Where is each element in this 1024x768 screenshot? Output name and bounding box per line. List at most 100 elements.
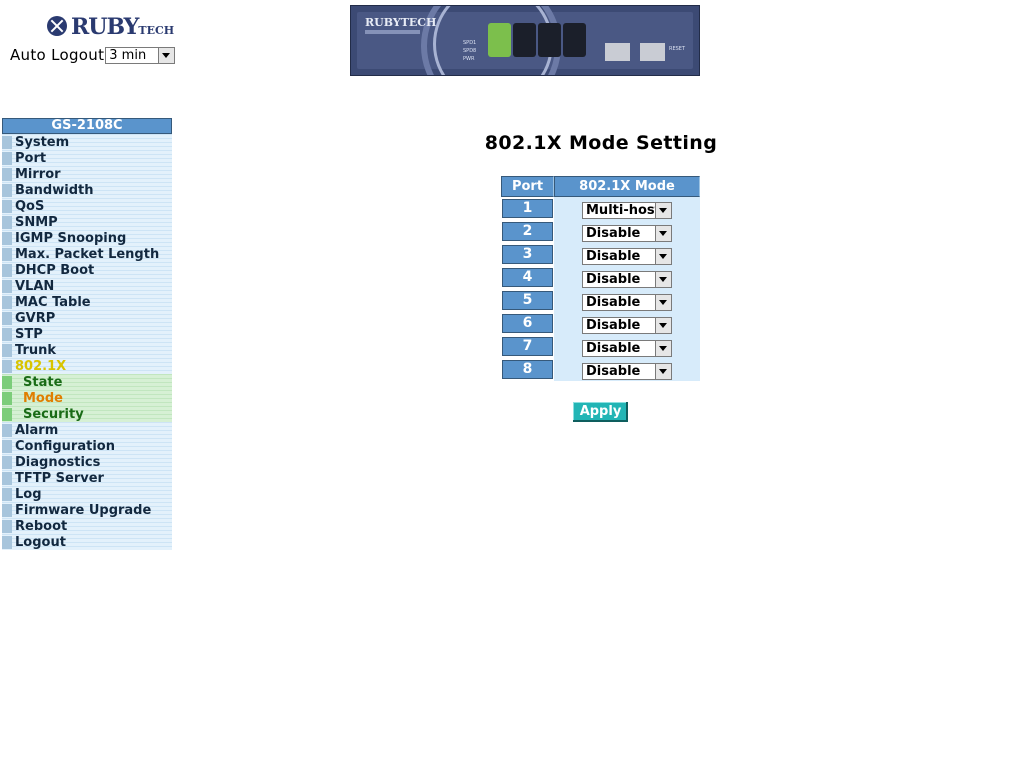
sidebar-item-configuration[interactable]: Configuration — [2, 438, 172, 454]
menu-marker-icon — [2, 423, 12, 437]
chevron-down-icon[interactable] — [655, 340, 671, 356]
column-header-port: Port — [501, 176, 554, 197]
sidebar-item-label: Reboot — [15, 518, 68, 534]
column-header-mode: 802.1X Mode — [554, 176, 700, 197]
sidebar-item-label: GVRP — [15, 310, 56, 326]
chevron-down-icon[interactable] — [655, 225, 671, 241]
sidebar-header: GS-2108C — [2, 118, 172, 134]
table-row: 7 Disable — [501, 335, 700, 358]
sidebar-item-snmp[interactable]: SNMP — [2, 214, 172, 230]
sidebar-item-label: Logout — [15, 534, 66, 550]
device-logo: RUBYTECH — [365, 16, 437, 29]
auto-logout-select[interactable]: 3 min — [105, 46, 176, 64]
sidebar-item-igmp-snooping[interactable]: IGMP Snooping — [2, 230, 172, 246]
menu-marker-icon — [2, 183, 12, 197]
mode-select-port-6[interactable]: Disable — [582, 316, 672, 334]
mode-select-port-8[interactable]: Disable — [582, 362, 672, 380]
sidebar-item-label: IGMP Snooping — [15, 230, 127, 246]
sidebar-item-label: STP — [15, 326, 43, 342]
page-title: 802.1X Mode Setting — [484, 132, 718, 154]
mode-select-value: Disable — [586, 225, 641, 241]
menu-marker-icon — [2, 215, 12, 229]
mode-select-port-1[interactable]: Multi-host — [582, 201, 672, 219]
sidebar-item-mac-table[interactable]: MAC Table — [2, 294, 172, 310]
menu-marker-icon — [2, 487, 12, 501]
sidebar-item-bandwidth[interactable]: Bandwidth — [2, 182, 172, 198]
chevron-down-icon[interactable] — [655, 248, 671, 264]
sidebar-subitem-state[interactable]: State — [2, 374, 172, 390]
mode-select-value: Disable — [586, 340, 641, 356]
sidebar-item-port[interactable]: Port — [2, 150, 172, 166]
sidebar-item-log[interactable]: Log — [2, 486, 172, 502]
table-row: 8 Disable — [501, 358, 700, 381]
sidebar-item-trunk[interactable]: Trunk — [2, 342, 172, 358]
mode-select-value: Disable — [586, 294, 641, 310]
sidebar-item-diagnostics[interactable]: Diagnostics — [2, 454, 172, 470]
menu-marker-icon — [2, 439, 12, 453]
auto-logout-value: 3 min — [109, 47, 147, 63]
table-row: 5 Disable — [501, 289, 700, 312]
ethernet-port-icon — [513, 23, 536, 57]
sidebar-item-label: Bandwidth — [15, 182, 94, 198]
menu-marker-icon — [2, 327, 12, 341]
auto-logout-label: Auto Logout — [10, 46, 105, 64]
sidebar-item-label: SNMP — [15, 214, 58, 230]
chevron-down-icon[interactable] — [655, 294, 671, 310]
sidebar-item-alarm[interactable]: Alarm — [2, 422, 172, 438]
mode-select-port-5[interactable]: Disable — [582, 293, 672, 311]
sidebar-item-label: Port — [15, 150, 47, 166]
chevron-down-icon[interactable] — [655, 317, 671, 333]
menu-marker-icon — [2, 279, 12, 293]
menu-marker-icon — [2, 407, 12, 421]
mode-select-port-3[interactable]: Disable — [582, 247, 672, 265]
port-number: 2 — [502, 222, 553, 241]
sidebar-item-label: VLAN — [15, 278, 55, 294]
table-row: 6 Disable — [501, 312, 700, 335]
menu-marker-icon — [2, 359, 12, 373]
apply-button[interactable]: Apply — [573, 402, 628, 422]
mode-select-port-4[interactable]: Disable — [582, 270, 672, 288]
sidebar-item-vlan[interactable]: VLAN — [2, 278, 172, 294]
sidebar-item-logout[interactable]: Logout — [2, 534, 172, 550]
sidebar-item-label: QoS — [15, 198, 45, 214]
switch-front-panel-image: RUBYTECH SPD1 SPD8 PWR RESET — [350, 5, 700, 76]
chevron-down-icon[interactable] — [655, 363, 671, 379]
menu-marker-icon — [2, 503, 12, 517]
mode-select-value: Disable — [586, 248, 641, 264]
sidebar-item-label: 802.1X — [15, 358, 67, 374]
sidebar-item-label: MAC Table — [15, 294, 91, 310]
led-label: SPD1 — [463, 40, 477, 46]
sidebar-item-label: Mirror — [15, 166, 61, 182]
mode-select-port-2[interactable]: Disable — [582, 224, 672, 242]
device-led-labels: SPD1 SPD8 PWR — [463, 39, 476, 63]
mode-select-value: Disable — [586, 271, 641, 287]
port-number: 7 — [502, 337, 553, 356]
sidebar-item-tftp-server[interactable]: TFTP Server — [2, 470, 172, 486]
sidebar-item-qos[interactable]: QoS — [2, 198, 172, 214]
ethernet-port-icon — [563, 23, 586, 57]
sidebar-item-label: Max. Packet Length — [15, 246, 160, 262]
sidebar-subitem-security[interactable]: Security — [2, 406, 172, 422]
port-number: 4 — [502, 268, 553, 287]
sidebar-item-max-packet-length[interactable]: Max. Packet Length — [2, 246, 172, 262]
sidebar-subitem-label: State — [23, 374, 63, 390]
menu-marker-icon — [2, 455, 12, 469]
chevron-down-icon[interactable] — [655, 202, 671, 218]
sidebar-item-stp[interactable]: STP — [2, 326, 172, 342]
sidebar-item-mirror[interactable]: Mirror — [2, 166, 172, 182]
mode-select-port-7[interactable]: Disable — [582, 339, 672, 357]
sidebar-item-system[interactable]: System — [2, 134, 172, 150]
sidebar-item-dhcp-boot[interactable]: DHCP Boot — [2, 262, 172, 278]
chevron-down-icon[interactable] — [655, 271, 671, 287]
sidebar-item-label: Firmware Upgrade — [15, 502, 152, 518]
device-label-strip — [365, 30, 420, 34]
sidebar-item-gvrp[interactable]: GVRP — [2, 310, 172, 326]
sidebar-subitem-mode[interactable]: Mode — [2, 390, 172, 406]
sidebar-item-802-1x[interactable]: 802.1X — [2, 358, 172, 374]
logo-emblem-icon — [47, 16, 67, 36]
chevron-down-icon[interactable] — [158, 47, 175, 63]
sidebar-item-reboot[interactable]: Reboot — [2, 518, 172, 534]
menu-marker-icon — [2, 199, 12, 213]
sidebar-menu: GS-2108C System Port Mirror Bandwidth Qo… — [2, 118, 172, 550]
sidebar-item-firmware-upgrade[interactable]: Firmware Upgrade — [2, 502, 172, 518]
